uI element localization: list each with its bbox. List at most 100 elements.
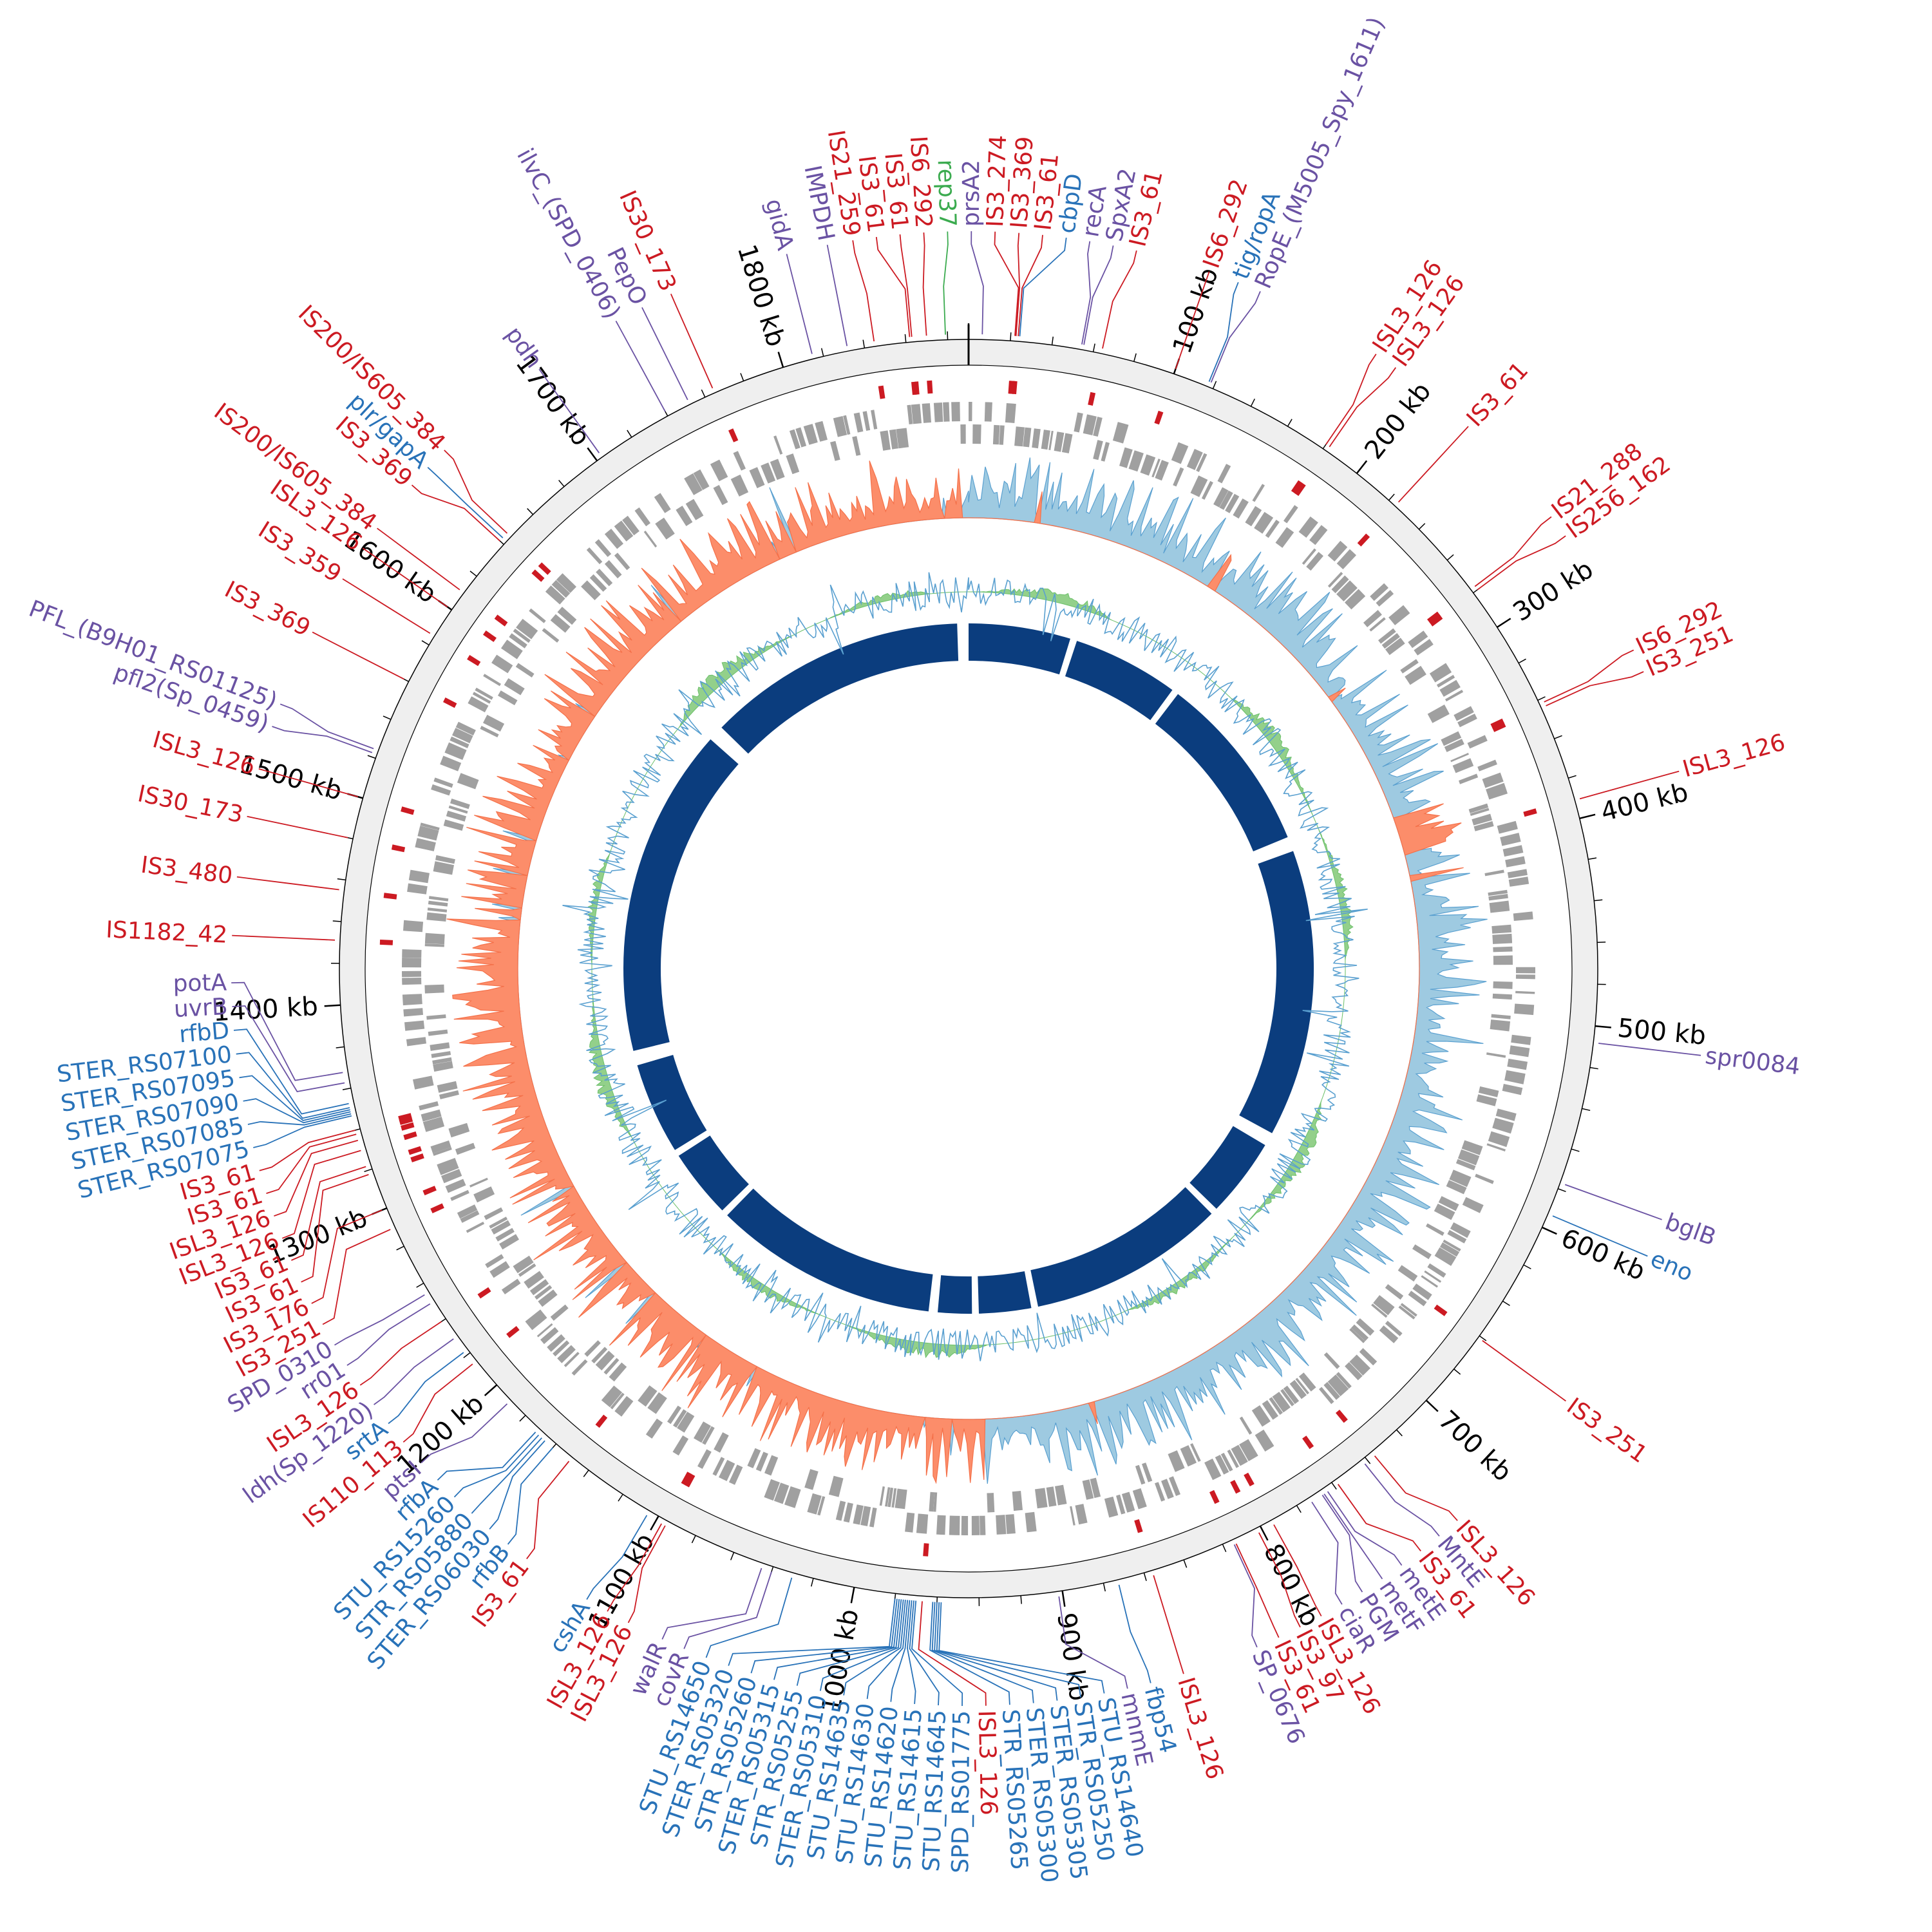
gene-block — [869, 1507, 877, 1528]
feature-connector — [1477, 535, 1566, 591]
insertion-sequence-track — [379, 380, 1537, 1557]
gene-block — [483, 714, 505, 732]
feature-connector — [471, 1437, 542, 1514]
feature-connector — [826, 245, 848, 346]
gene-block — [1426, 1223, 1444, 1236]
gene-block — [433, 1147, 452, 1156]
gene-block — [728, 1464, 743, 1485]
gene-block — [1436, 674, 1455, 688]
feature-connector — [489, 1440, 545, 1530]
tick-label: 200 kb — [1359, 377, 1437, 465]
gene-block — [491, 654, 513, 674]
gene-block — [622, 515, 639, 536]
minor-tick — [1582, 1108, 1591, 1112]
gene-block — [1492, 1117, 1514, 1134]
minor-tick — [1589, 1066, 1598, 1070]
gene-block — [1074, 412, 1083, 433]
gene-block — [879, 1486, 885, 1506]
gene-block — [1371, 1303, 1388, 1318]
gene-block — [542, 628, 560, 643]
gene-block — [1225, 493, 1240, 513]
gene-block — [880, 430, 891, 451]
syntenic-block — [727, 1188, 933, 1312]
minor-tick — [1010, 332, 1012, 341]
feature-label-is: IS6_292 — [905, 135, 937, 229]
feature-label-gene: bglB — [1662, 1209, 1719, 1251]
is-element-mark — [483, 630, 497, 642]
gene-block — [609, 1362, 627, 1382]
gene-block — [1140, 454, 1156, 476]
gene-block — [1251, 1405, 1271, 1427]
minor-tick — [1143, 1573, 1147, 1581]
gene-block — [1061, 433, 1073, 453]
is-element-mark — [401, 1122, 415, 1131]
feature-label-is: IS30_173 — [135, 781, 245, 828]
gene-block — [1444, 739, 1464, 752]
gene-block — [1135, 1464, 1146, 1485]
gene-block — [1005, 403, 1016, 423]
feature-connector — [994, 231, 1019, 336]
gene-block — [1262, 1400, 1278, 1420]
gene-block — [557, 607, 577, 625]
ideogram-inner-edge — [365, 365, 1573, 1573]
minor-tick — [1364, 1457, 1371, 1464]
is-element-mark — [1492, 722, 1506, 732]
feature-label-rep: rep37 — [933, 159, 961, 227]
major-tick — [850, 1587, 855, 1604]
gene-block — [402, 994, 422, 1006]
gene-block — [419, 1101, 439, 1111]
gene-block — [969, 401, 972, 421]
tick-label: 1800 kb — [732, 241, 791, 350]
gene-block — [1450, 753, 1469, 762]
gene-block — [685, 498, 704, 520]
gene-block — [1441, 731, 1462, 746]
is-element-mark — [408, 1146, 422, 1155]
feature-label-is: ISL3_126 — [1680, 729, 1788, 782]
is-element-mark — [1209, 1490, 1220, 1504]
feature-connector — [526, 1461, 570, 1560]
feature-connector — [875, 236, 911, 337]
syntenic-block — [969, 623, 1070, 675]
gene-block — [1488, 889, 1508, 896]
minor-tick — [1418, 523, 1426, 530]
minor-tick — [332, 920, 341, 922]
feature-connector — [1102, 250, 1137, 349]
gene-block — [489, 1217, 508, 1229]
gene-block — [581, 580, 601, 600]
is-element-mark — [1134, 1519, 1143, 1533]
gene-block — [673, 1409, 687, 1428]
feature-label-locus: eno — [1647, 1245, 1697, 1287]
minor-tick — [1296, 1505, 1302, 1513]
gene-block — [591, 1347, 608, 1364]
is-element-mark — [506, 1326, 520, 1338]
gene-block — [545, 585, 565, 605]
gene-block — [1439, 679, 1461, 697]
minor-tick — [1523, 1264, 1531, 1269]
gene-block — [1275, 527, 1294, 548]
gene-block — [1370, 583, 1388, 601]
feature-connector — [1546, 671, 1644, 706]
feature-connector — [1311, 1501, 1343, 1605]
feature-connector — [918, 1601, 987, 1706]
feature-connector — [1327, 1491, 1403, 1566]
is-element-mark — [422, 1186, 437, 1196]
feature-connector — [272, 726, 373, 753]
is-element-mark — [1294, 482, 1306, 497]
gene-block — [1412, 1283, 1432, 1300]
feature-connector — [641, 307, 688, 401]
feature-connector — [453, 1434, 540, 1498]
feature-label-is: IS3_480 — [139, 852, 234, 889]
feature-connector — [266, 1133, 357, 1194]
gene-block — [1180, 1445, 1197, 1467]
gene-block — [1454, 706, 1474, 721]
gene-block — [404, 1020, 425, 1031]
gene-block — [426, 1014, 446, 1020]
gene-block — [1345, 589, 1366, 610]
feature-connector — [1323, 1493, 1383, 1580]
gene-block — [457, 1204, 478, 1219]
gene-block — [455, 1142, 476, 1155]
gene-block — [749, 467, 765, 489]
feature-connector — [253, 1115, 352, 1148]
feature-label-locus: SPD_RS01775 — [947, 1710, 975, 1873]
gene-block — [504, 678, 525, 696]
